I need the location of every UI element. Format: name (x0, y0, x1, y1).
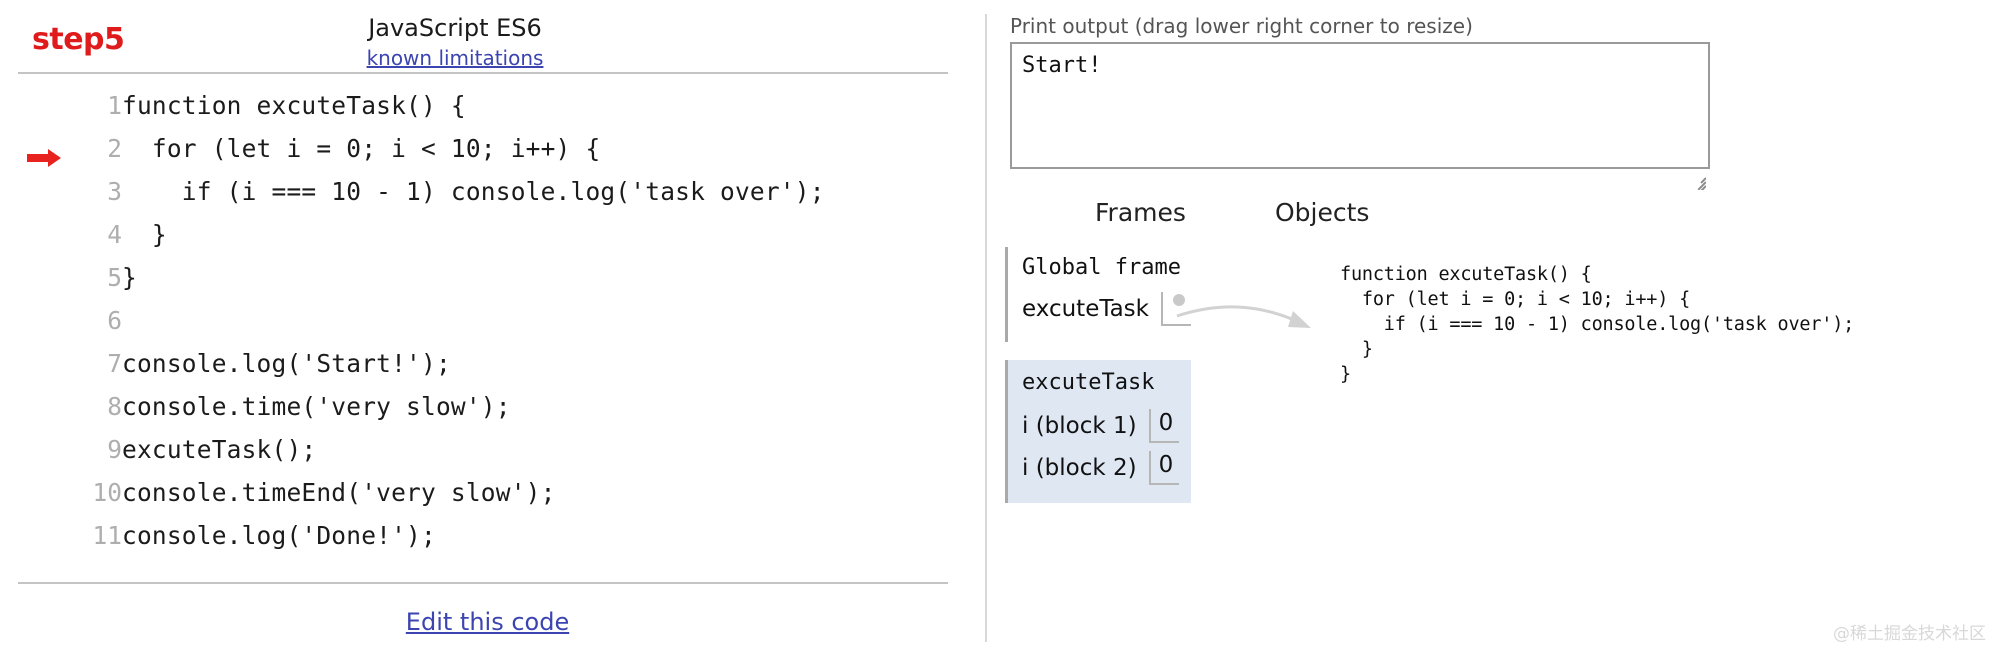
watermark: @稀土掘金技术社区 (1833, 624, 1986, 644)
heap-object-function: function excuteTask() { for (let i = 0; … (1340, 262, 1854, 387)
print-output-label: Print output (drag lower right corner to… (1010, 14, 1473, 38)
variable-value-box: 0 (1148, 409, 1179, 443)
code-panel: step5 JavaScript ES6 known limitations 1… (0, 0, 975, 654)
line-number: 8 (107, 392, 122, 421)
panel-divider (985, 14, 987, 642)
frame-variable-row: excuteTask (1022, 290, 1202, 328)
execution-pointer-cell (18, 385, 70, 428)
code-bottom-divider (18, 582, 948, 584)
code-line: 3 if (i === 10 - 1) console.log('task ov… (18, 170, 825, 213)
execution-pointer-cell (18, 256, 70, 299)
line-number: 3 (107, 177, 122, 206)
stack-frame-global: Global frame excuteTask (1005, 247, 1214, 342)
line-number: 2 (107, 134, 122, 163)
variable-value-box (1160, 292, 1191, 326)
line-source: console.log('Done!'); (122, 521, 436, 550)
line-source (122, 299, 825, 342)
execution-pointer-cell (18, 213, 70, 256)
frame-title: Global frame (1022, 255, 1181, 280)
execution-pointer-cell (18, 127, 70, 170)
execution-pointer-cell (18, 428, 70, 471)
object-function-source: function excuteTask() { for (let i = 0; … (1340, 264, 1855, 385)
stack-frame-excutetask: excuteTask i (block 1) 0 i (block 2) 0 (1005, 360, 1191, 503)
line-number: 10 (92, 478, 122, 507)
line-source: console.log('Start!'); (122, 349, 451, 378)
execution-pointer-cell (18, 299, 70, 342)
code-top-divider (18, 72, 948, 74)
execution-pointer-cell (18, 514, 70, 557)
code-line: 4 } (18, 213, 825, 256)
frame-title: excuteTask (1022, 370, 1155, 395)
frames-column-header: Frames (1095, 198, 1186, 227)
objects-column-header: Objects (1275, 198, 1370, 227)
visualization-panel: Print output (drag lower right corner to… (985, 0, 2000, 654)
line-source: } (122, 220, 167, 249)
line-number: 4 (107, 220, 122, 249)
print-output-box[interactable]: Start! (1010, 42, 1710, 169)
execution-pointer-cell (18, 84, 70, 127)
variable-name: i (block 1) (1022, 413, 1137, 439)
line-number: 6 (107, 306, 122, 335)
known-limitations-link[interactable]: known limitations (366, 45, 544, 70)
code-line: 2 for (let i = 0; i < 10; i++) { (18, 127, 825, 170)
variable-name: i (block 2) (1022, 455, 1137, 481)
line-source: function excuteTask() { (122, 91, 466, 120)
language-title: JavaScript ES6 (368, 14, 542, 42)
line-source: console.timeEnd('very slow'); (122, 478, 556, 507)
execution-pointer-cell (18, 471, 70, 514)
line-number: 5 (107, 263, 122, 292)
line-source: } (122, 263, 137, 292)
line-source: excuteTask(); (122, 435, 317, 464)
line-number: 11 (92, 521, 122, 550)
execution-pointer-cell (18, 342, 70, 385)
line-source: for (let i = 0; i < 10; i++) { (122, 134, 601, 163)
line-number: 9 (107, 435, 122, 464)
frame-variable-row: i (block 1) 0 (1022, 405, 1179, 447)
resize-handle-icon[interactable] (1688, 172, 1706, 190)
code-line: 6 (18, 299, 825, 342)
step-label: step5 (32, 22, 125, 57)
line-source: console.time('very slow'); (122, 392, 511, 421)
pointer-dot-icon (1172, 294, 1185, 306)
frame-variable-row: i (block 2) 0 (1022, 447, 1179, 489)
line-number: 7 (107, 349, 122, 378)
code-line: 5} (18, 256, 825, 299)
language-header: JavaScript ES6 known limitations (310, 14, 600, 70)
execution-pointer-cell (18, 170, 70, 213)
current-line-arrow-icon (27, 149, 61, 167)
variable-value-box: 0 (1148, 451, 1179, 485)
line-number: 1 (107, 91, 122, 120)
variable-name: excuteTask (1022, 296, 1149, 322)
line-source: if (i === 10 - 1) console.log('task over… (122, 177, 825, 206)
edit-this-code-link[interactable]: Edit this code (405, 608, 570, 636)
